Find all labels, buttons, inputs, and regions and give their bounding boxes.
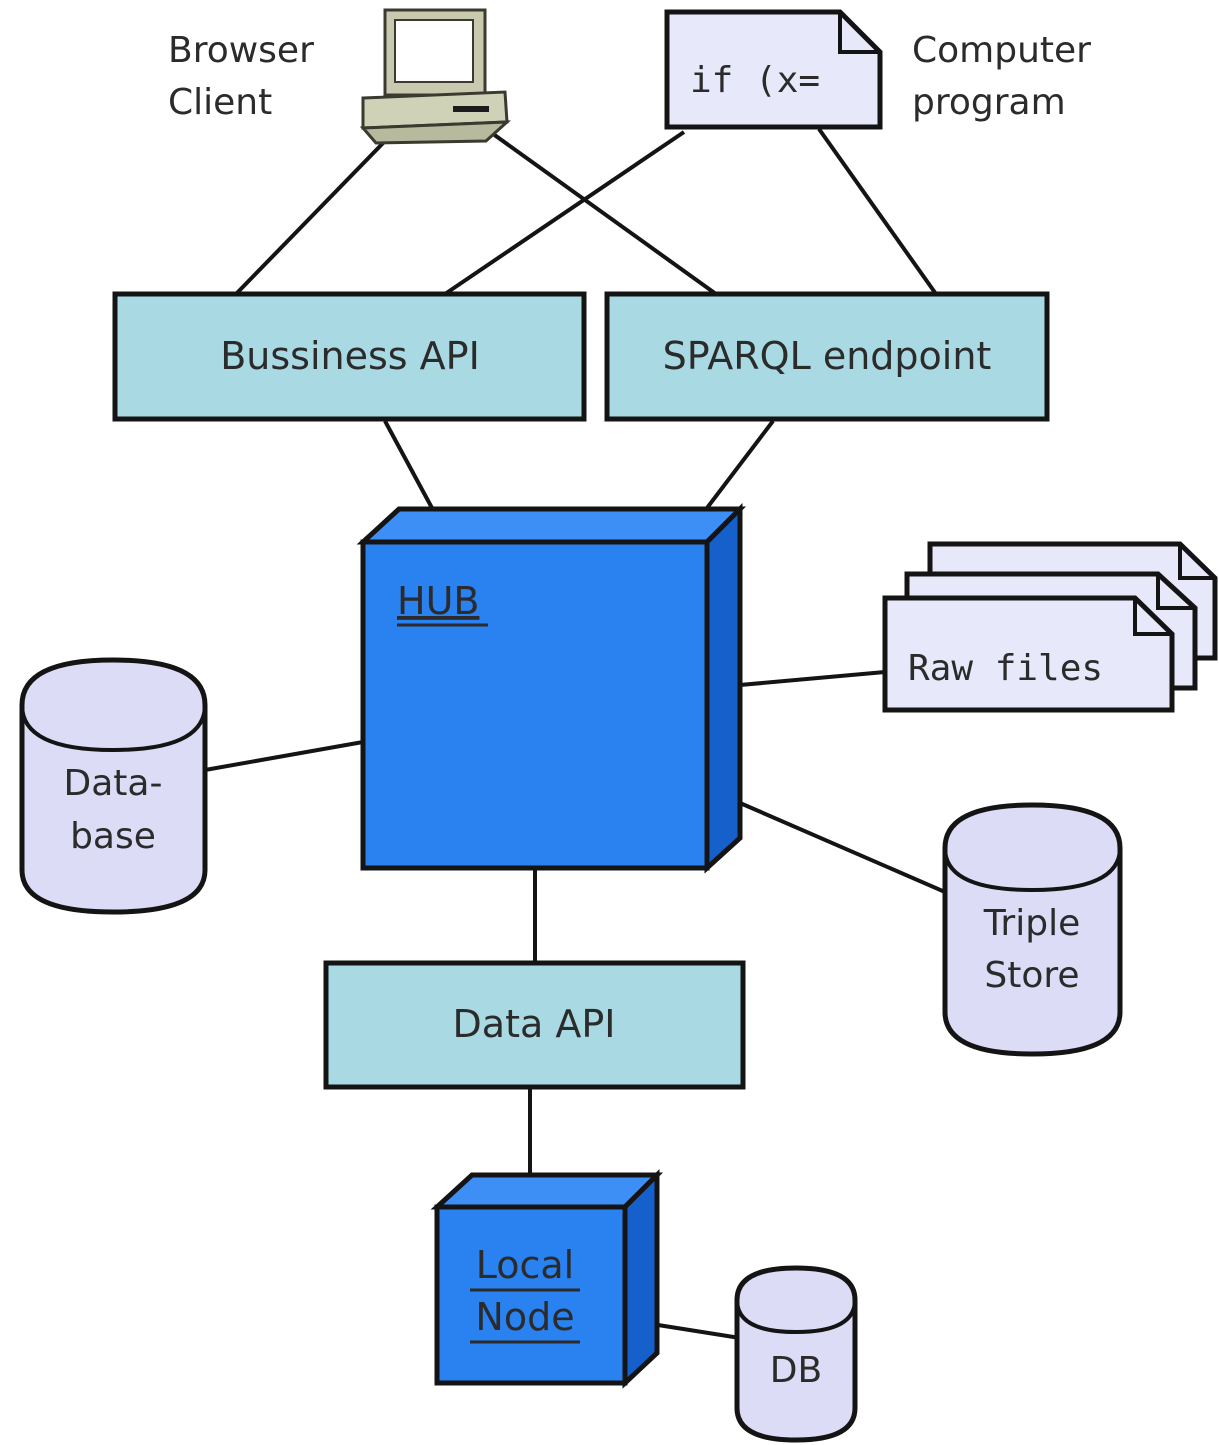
edge-sparql-hub [705, 419, 775, 510]
database-cylinder: Data- base [19, 657, 208, 915]
local-node: Local Node [430, 1168, 664, 1389]
db-label: DB [770, 1350, 822, 1391]
triple-store-line2: Store [984, 955, 1079, 996]
hub-node: HUB [356, 502, 747, 874]
sparql-endpoint-label: SPARQL endpoint [663, 334, 992, 378]
computer-program: if (x= Computer program [664, 9, 1091, 130]
triple-store-cylinder: Triple Store [942, 802, 1123, 1057]
raw-files-label: Raw files [908, 648, 1103, 689]
edge-program-business-api [443, 130, 686, 296]
edge-program-sparql [817, 127, 938, 296]
computer-icon [359, 8, 512, 145]
hub-label: HUB [397, 579, 479, 623]
edge-business-api-hub [383, 420, 434, 509]
edge-browser-business-api [234, 139, 387, 296]
local-node-line1: Local [476, 1243, 575, 1287]
edge-browser-sparql [480, 124, 718, 296]
db-cylinder: DB [734, 1265, 858, 1443]
document-icon [664, 9, 883, 130]
browser-client-line2: Client [168, 82, 272, 123]
business-api-box: Bussiness API [112, 291, 587, 422]
database-line1: Data- [64, 763, 163, 804]
database-line2: base [70, 816, 156, 857]
computer-program-line1: Computer [912, 30, 1091, 71]
data-api-label: Data API [453, 1002, 616, 1046]
edge-hub-triple-store [739, 801, 946, 894]
computer-program-line2: program [912, 82, 1066, 123]
browser-client-line1: Browser [168, 30, 314, 71]
file-icon [882, 595, 1175, 713]
sparql-endpoint-box: SPARQL endpoint [604, 291, 1050, 422]
edge-local-node-db [657, 1323, 741, 1340]
triple-store-line1: Triple [983, 903, 1081, 944]
edge-hub-raw-files [739, 670, 886, 687]
edge-hub-database [204, 740, 364, 772]
raw-files: Raw files [882, 541, 1218, 713]
local-node-line2: Node [475, 1295, 574, 1339]
business-api-label: Bussiness API [220, 334, 480, 378]
connectors [204, 124, 946, 1340]
program-code: if (x= [690, 60, 820, 101]
data-api-box: Data API [323, 960, 746, 1090]
browser-client: Browser Client [168, 8, 512, 145]
